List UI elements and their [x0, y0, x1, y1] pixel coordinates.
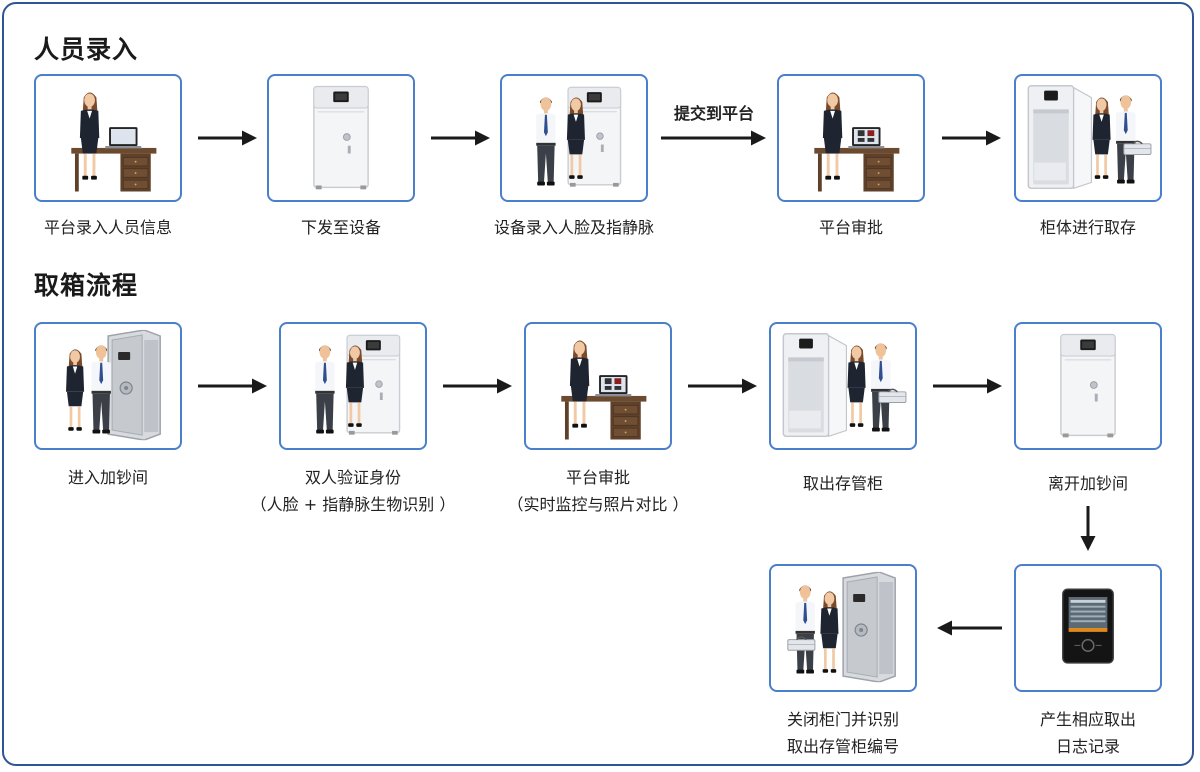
enroll-arrow-2 — [431, 130, 490, 146]
retrieve-step-6-label: 产生相应取出 — [1039, 710, 1136, 729]
retrieve-step-1-label: 进入加钞间 — [67, 468, 148, 487]
enroll-step-2-image — [267, 74, 415, 202]
retrieve-step-3-image — [524, 322, 672, 450]
enroll-step-4-label: 平台审批 — [818, 218, 883, 237]
enroll-arrow-1 — [198, 130, 257, 146]
retrieve-arrow-5-down — [1080, 506, 1096, 551]
enroll-arrow-3 — [661, 130, 766, 146]
retrieve-arrow-3 — [688, 378, 757, 394]
retrieve-step-6-sublabel: 日志记录 — [1055, 737, 1120, 756]
enroll-step-2-label: 下发至设备 — [300, 218, 381, 237]
retrieve-step-2-sublabel: （人脸 + 指静脉生物识别 ） — [250, 495, 456, 514]
enroll-step-5-image — [1014, 74, 1162, 202]
retrieve-arrow-1 — [198, 378, 267, 394]
retrieve-step-7-label: 关闭柜门并识别 — [786, 710, 899, 729]
retrieve-step-4-label: 取出存管柜 — [802, 474, 883, 493]
retrieve-arrow-4 — [933, 378, 1002, 394]
retrieve-step-4-image — [769, 322, 917, 450]
section-title-retrieve: 取箱流程 — [34, 271, 139, 300]
enroll-step-3-image — [500, 74, 648, 202]
retrieve-step-2-image — [279, 322, 427, 450]
enroll-arrow-note: 提交到平台 — [673, 104, 754, 123]
retrieve-step-6-image — [1014, 564, 1162, 692]
enroll-step-5-label: 柜体进行取存 — [1039, 218, 1136, 237]
retrieve-step-7-sublabel: 取出存管柜编号 — [786, 737, 899, 756]
enroll-arrow-4 — [942, 130, 1001, 146]
enroll-step-3-label: 设备录入人脸及指静脉 — [493, 218, 654, 237]
enroll-step-4-image — [777, 74, 925, 202]
retrieve-step-5-image — [1014, 322, 1162, 450]
retrieve-arrow-6-left — [937, 620, 1002, 636]
enroll-step-1-label: 平台录入人员信息 — [43, 218, 172, 237]
retrieve-step-3-label: 平台审批 — [565, 468, 630, 487]
retrieve-step-7-image — [769, 564, 917, 692]
retrieve-step-1-image — [34, 322, 182, 450]
retrieve-step-2-label: 双人验证身份 — [304, 468, 401, 487]
retrieve-step-5-label: 离开加钞间 — [1047, 474, 1128, 493]
retrieve-step-3-sublabel: （实时监控与照片对比 ） — [507, 495, 689, 514]
section-title-enroll: 人员录入 — [34, 35, 139, 64]
enroll-step-1-image — [34, 74, 182, 202]
retrieve-arrow-2 — [443, 378, 512, 394]
